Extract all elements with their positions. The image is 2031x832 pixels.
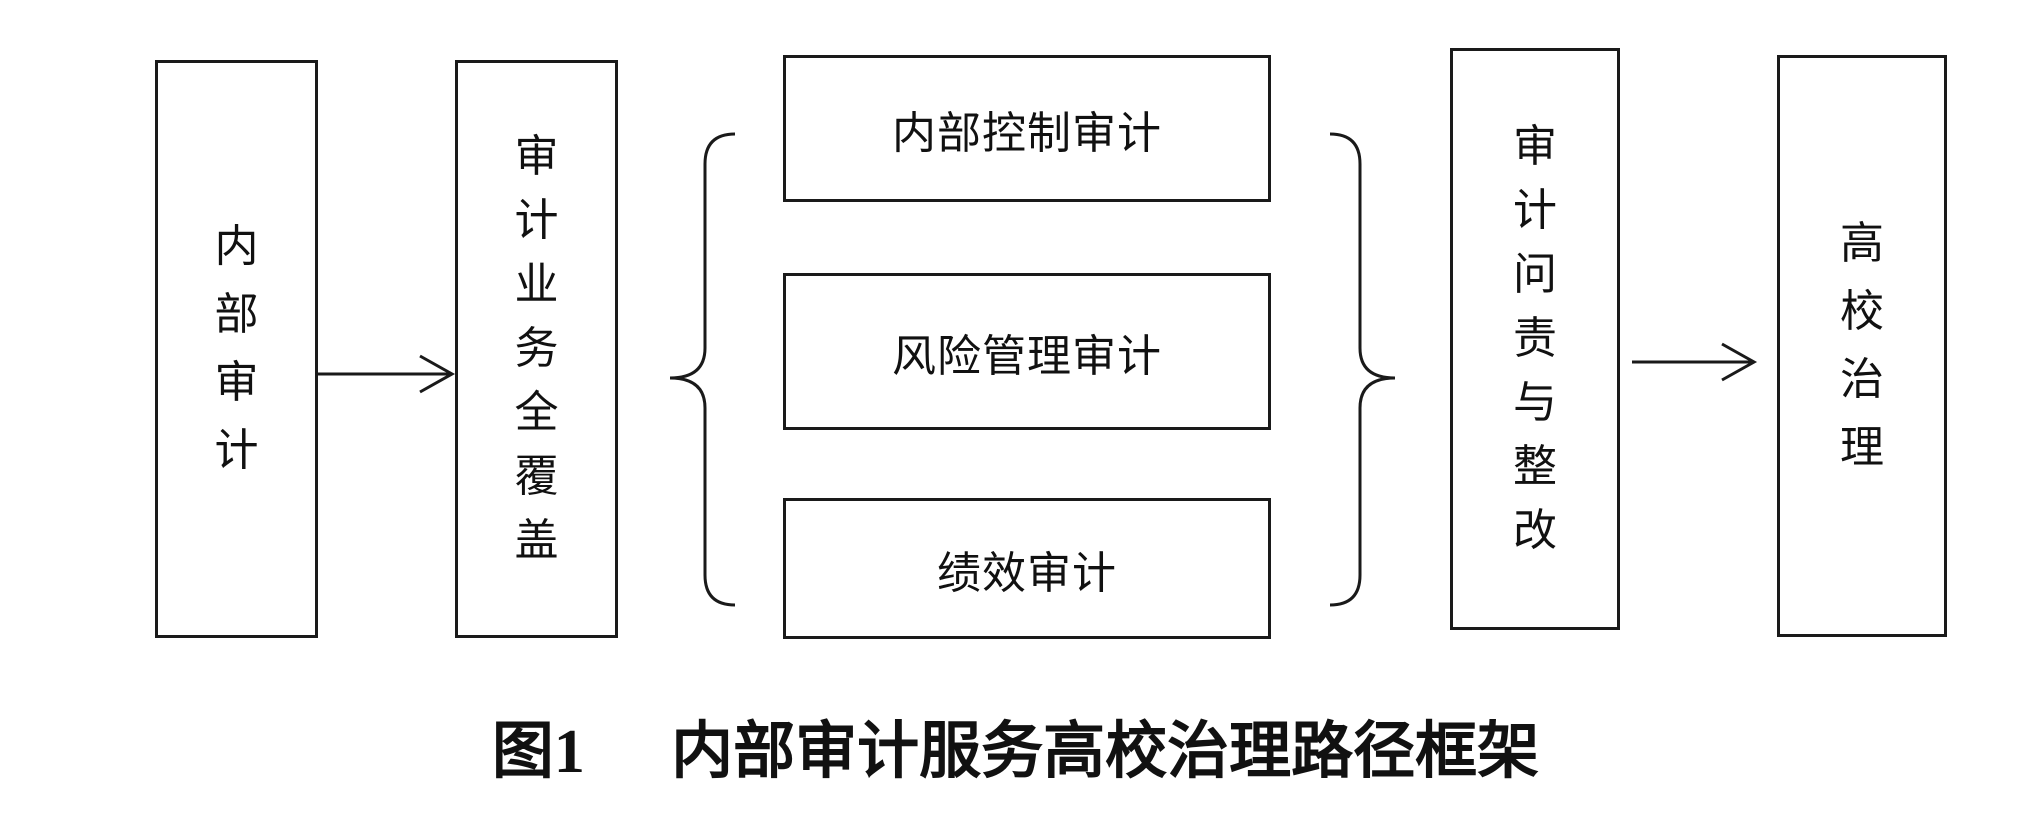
box-accountability-char: 与	[1513, 377, 1557, 428]
box-full-coverage-char: 盖	[514, 515, 559, 566]
figure-caption: 图1 内部审计服务高校治理路径框架	[0, 700, 2031, 790]
caption-title: 内部审计服务高校治理路径框架	[671, 714, 1540, 787]
box-full-coverage-char: 业	[514, 259, 559, 310]
box-internal-audit-char: 内	[214, 221, 259, 272]
left-brace	[669, 132, 736, 607]
box-risk-management-audit: 风险管理审计	[783, 273, 1271, 430]
box-full-coverage: 审 计 业 务 全 覆 盖	[455, 60, 618, 638]
box-risk-management-audit-label: 风险管理审计	[892, 330, 1162, 382]
arrow-audit-to-coverage	[318, 354, 456, 394]
box-full-coverage-char: 覆	[514, 451, 559, 502]
box-accountability-char: 计	[1513, 185, 1557, 236]
box-accountability-char: 整	[1513, 441, 1557, 492]
box-internal-control-audit: 内部控制审计	[783, 55, 1271, 202]
right-brace	[1329, 132, 1396, 607]
box-university-governance: 高 校 治 理	[1777, 55, 1947, 637]
box-accountability-char: 责	[1513, 313, 1557, 364]
box-accountability-char: 审	[1513, 121, 1557, 172]
box-full-coverage-char: 务	[514, 323, 559, 374]
box-internal-audit-char: 计	[214, 425, 259, 476]
box-university-governance-char: 校	[1840, 286, 1884, 337]
box-accountability-char: 问	[1513, 249, 1557, 300]
arrow-accountability-to-governance	[1632, 342, 1758, 382]
box-internal-audit: 内 部 审 计	[155, 60, 318, 638]
box-accountability-char: 改	[1513, 505, 1557, 556]
box-full-coverage-char: 全	[514, 387, 559, 438]
box-university-governance-char: 高	[1840, 218, 1884, 269]
caption-gap	[585, 714, 671, 787]
box-accountability: 审 计 问 责 与 整 改	[1450, 48, 1620, 630]
box-internal-audit-char: 审	[214, 357, 259, 408]
box-internal-audit-char: 部	[214, 289, 259, 340]
box-full-coverage-char: 审	[514, 131, 559, 182]
box-performance-audit: 绩效审计	[783, 498, 1271, 639]
caption-label: 图	[491, 714, 554, 787]
box-internal-control-audit-label: 内部控制审计	[892, 107, 1162, 159]
box-performance-audit-label: 绩效审计	[937, 547, 1117, 599]
caption-number: 1	[553, 718, 585, 786]
box-university-governance-char: 治	[1840, 354, 1884, 405]
box-full-coverage-char: 计	[514, 195, 559, 246]
box-university-governance-char: 理	[1840, 422, 1884, 473]
